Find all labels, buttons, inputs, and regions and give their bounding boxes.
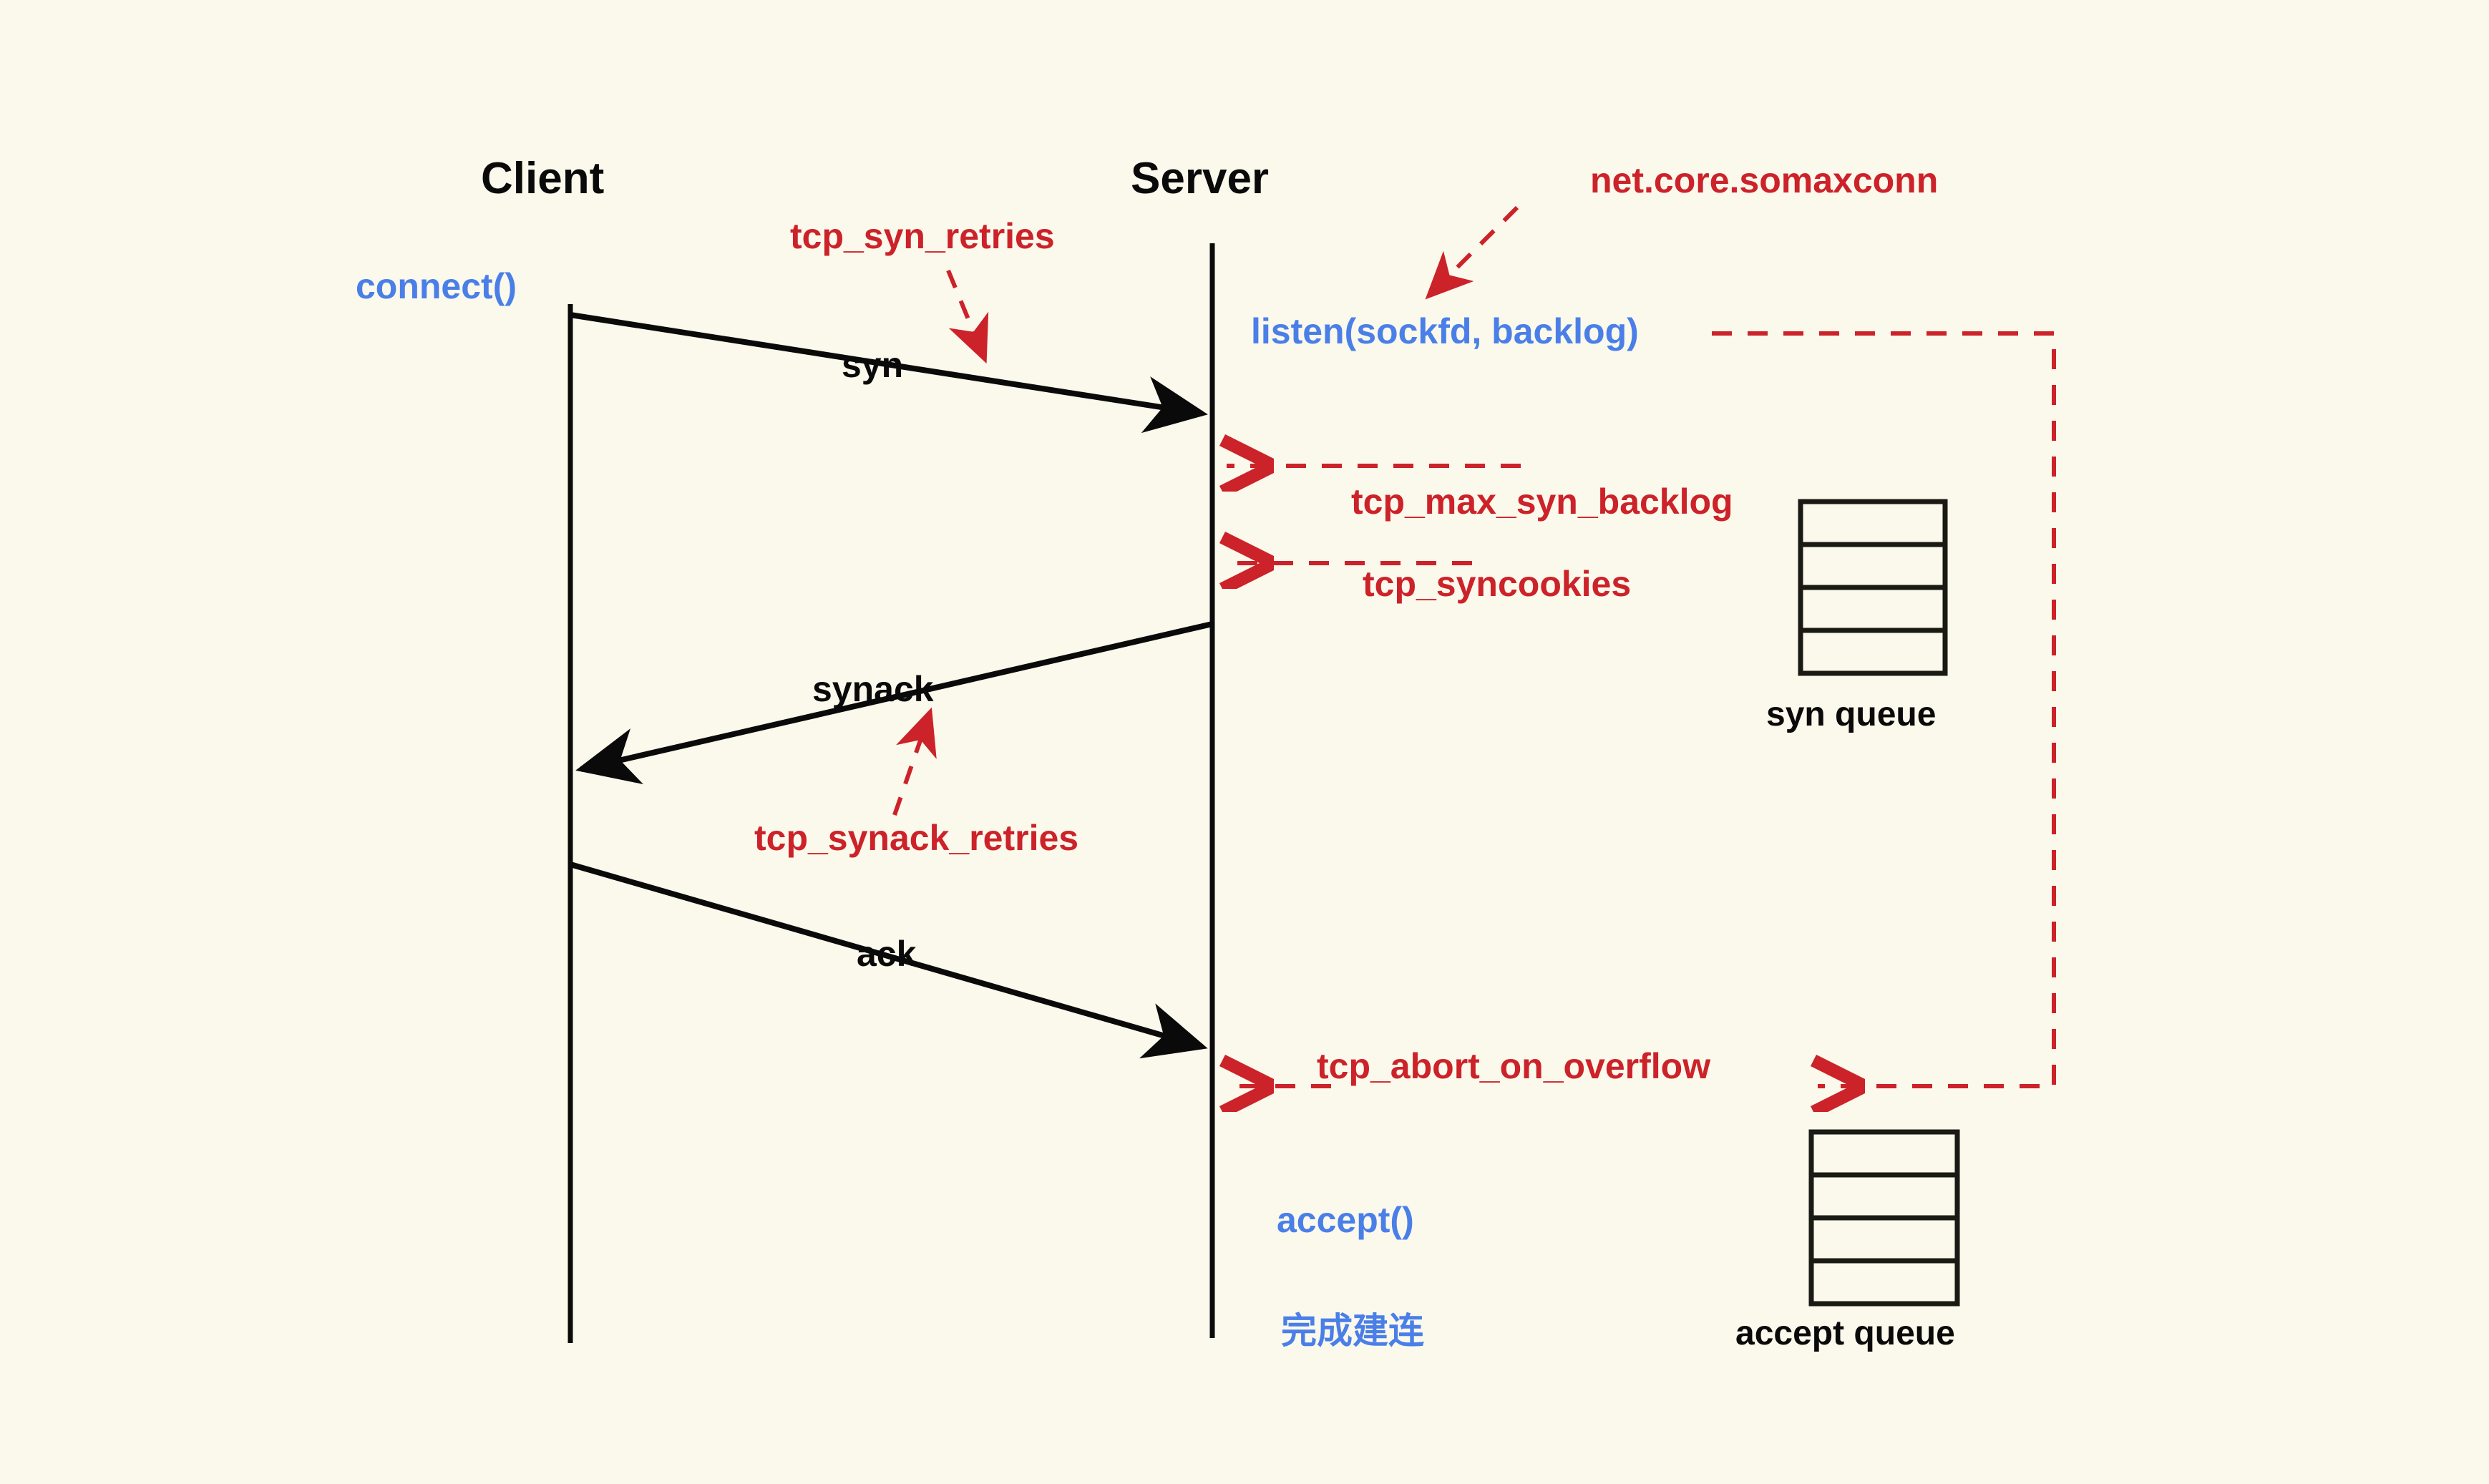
status-connection-established: 完成建连 <box>1281 1311 1424 1351</box>
actor-header-server: Server <box>1131 154 1270 203</box>
somaxconn-pointer <box>1425 205 1519 300</box>
param-label-tcp-syn-retries: tcp_syn_retries <box>790 216 1055 256</box>
param-label-tcp-abort-on-overflow: tcp_abort_on_overflow <box>1317 1046 1711 1086</box>
param-label-tcp-synack-retries: tcp_synack_retries <box>754 818 1079 858</box>
synack-arrow <box>575 621 1213 785</box>
param-label-net-core-somaxconn: net.core.somaxconn <box>1590 160 1939 200</box>
backlog-routing-path <box>1712 331 2056 1086</box>
syn-arrow <box>570 312 1208 434</box>
message-label-syn: syn <box>842 345 904 385</box>
tcp-syn-retries-pointer <box>946 269 989 364</box>
message-label-ack: ack <box>857 934 917 974</box>
queue-caption-accept: accept queue <box>1735 1314 1955 1352</box>
api-call-listen: listen(sockfd, backlog) <box>1251 311 1639 351</box>
message-label-synack: synack <box>812 669 934 709</box>
tcp-synack-retries-pointer <box>892 707 937 816</box>
param-label-tcp-syncookies: tcp_syncookies <box>1363 564 1632 604</box>
accept-queue-box <box>1808 1129 1960 1307</box>
ack-arrow <box>569 861 1208 1059</box>
queue-caption-syn: syn queue <box>1766 695 1937 733</box>
param-label-tcp-max-syn-backlog: tcp_max_syn_backlog <box>1351 482 1733 522</box>
syn-queue-box <box>1798 499 1948 676</box>
api-call-accept: accept() <box>1277 1200 1414 1240</box>
api-call-connect: connect() <box>356 266 517 306</box>
actor-header-client: Client <box>481 154 605 203</box>
